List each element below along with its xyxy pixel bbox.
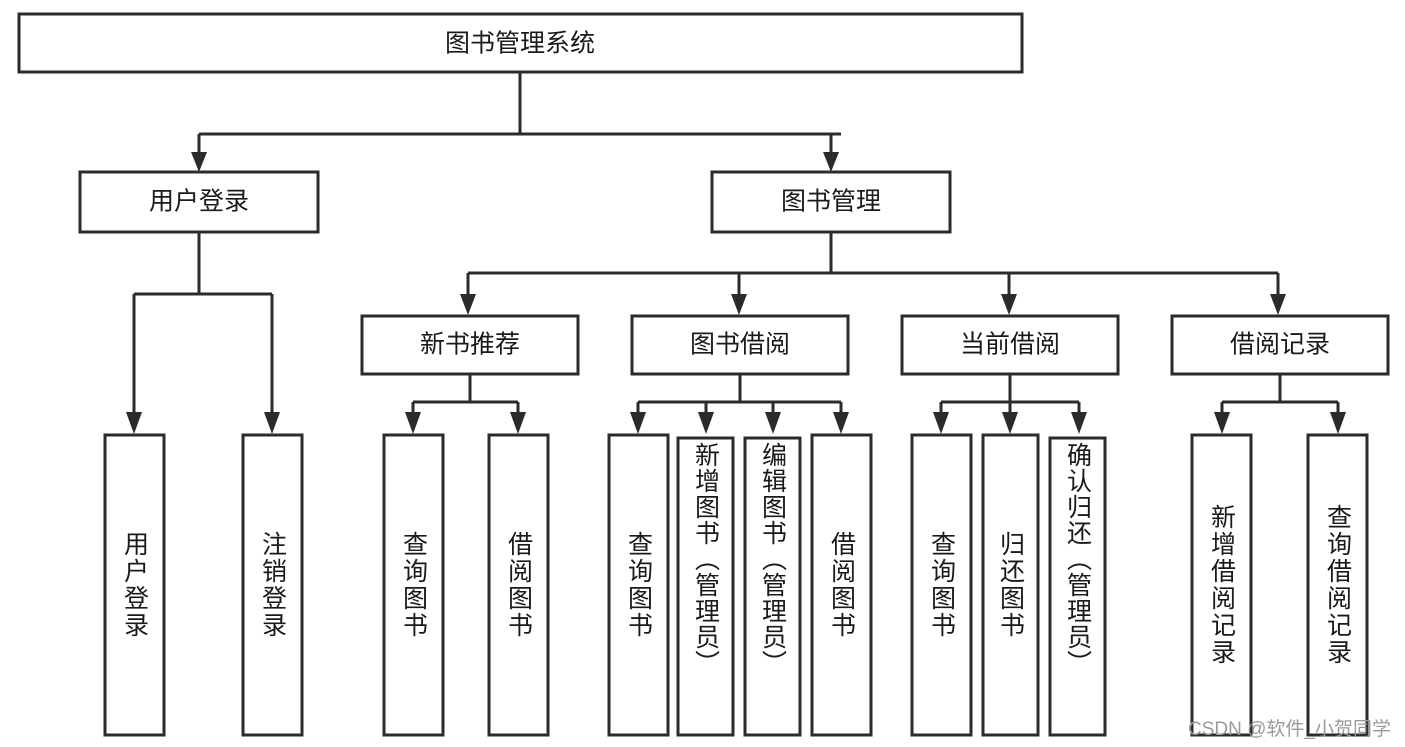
node-user-login-box[interactable] xyxy=(78,170,320,234)
leaf-add-book-box[interactable] xyxy=(676,436,735,737)
arrow-userlogin-leaf-2 xyxy=(264,412,280,434)
leaf-borrow-book-1[interactable]: 借阅图书 xyxy=(487,433,550,737)
leaf-query-book-3-label: 查询图书 xyxy=(927,531,956,639)
node-new-book-recommend-label: 新书推荐 xyxy=(420,331,520,359)
arrow-bookborrow-leaf-4 xyxy=(833,412,849,434)
arrow-borrowrecord-leaf-2 xyxy=(1330,412,1346,434)
arrow-bookmgmt-new-book-rec xyxy=(460,294,476,315)
leaf-user-login[interactable]: 用户登录 xyxy=(103,433,166,737)
node-root[interactable]: 图书管理系统 xyxy=(17,12,1024,74)
node-new-book-recommend[interactable]: 新书推荐 xyxy=(360,314,580,376)
node-book-borrow-label: 图书借阅 xyxy=(690,331,790,359)
connector-layer xyxy=(126,72,1346,434)
node-book-management-label: 图书管理 xyxy=(781,188,881,216)
leaf-query-book-1[interactable]: 查询图书 xyxy=(382,433,445,737)
leaf-confirm-return-box[interactable] xyxy=(1048,436,1107,737)
node-book-management[interactable]: 图书管理 xyxy=(710,170,952,234)
leaf-confirm-return-label: 确认归还（管理员） xyxy=(1063,442,1092,676)
leaf-add-record[interactable]: 新增借阅记录 xyxy=(1190,433,1253,737)
leaf-edit-book-label: 编辑图书（管理员） xyxy=(758,442,787,676)
node-borrow-record[interactable]: 借阅记录 xyxy=(1170,314,1390,376)
leaf-borrow-book-2[interactable]: 借阅图书 xyxy=(810,433,873,737)
leaf-query-record-box[interactable] xyxy=(1306,433,1369,737)
node-root-label: 图书管理系统 xyxy=(445,30,595,58)
arrow-bookmgmt-borrow-record xyxy=(1270,294,1286,315)
leaf-add-book[interactable]: 新增图书（管理员） xyxy=(676,436,735,737)
leaf-logout-label: 注销登录 xyxy=(258,531,287,639)
arrow-bookborrow-leaf-3 xyxy=(765,412,781,434)
leaf-logout-box[interactable] xyxy=(241,433,304,737)
leaf-query-record-label: 查询借阅记录 xyxy=(1323,504,1352,666)
node-root-box[interactable] xyxy=(17,12,1024,74)
leaf-return-book-box[interactable] xyxy=(981,433,1040,737)
leaf-logout[interactable]: 注销登录 xyxy=(241,433,304,737)
node-current-borrow-label: 当前借阅 xyxy=(960,331,1060,359)
arrow-borrowrecord-leaf-1 xyxy=(1214,412,1230,434)
arrow-currentborrow-leaf-2 xyxy=(1002,412,1018,434)
leaf-edit-book-box[interactable] xyxy=(743,436,802,737)
leaf-query-book-3[interactable]: 查询图书 xyxy=(910,433,973,737)
leaf-return-book-label: 归还图书 xyxy=(996,531,1025,639)
leaf-add-record-box[interactable] xyxy=(1190,433,1253,737)
node-new-book-recommend-box[interactable] xyxy=(360,314,580,376)
leaf-borrow-book-2-label: 借阅图书 xyxy=(827,531,856,639)
leaf-edit-book[interactable]: 编辑图书（管理员） xyxy=(743,436,802,737)
node-book-management-box[interactable] xyxy=(710,170,952,234)
leaf-query-book-1-box[interactable] xyxy=(382,433,445,737)
leaf-add-book-label: 新增图书（管理员） xyxy=(691,442,720,676)
node-current-borrow-box[interactable] xyxy=(900,314,1120,376)
arrow-bookborrow-leaf-1 xyxy=(630,412,646,434)
arrow-newbookrec-leaf-2 xyxy=(510,412,526,434)
node-book-borrow-box[interactable] xyxy=(630,314,850,376)
arrow-bookborrow-leaf-2 xyxy=(698,412,714,434)
leaf-query-record[interactable]: 查询借阅记录 xyxy=(1306,433,1369,737)
leaf-borrow-book-1-label: 借阅图书 xyxy=(504,531,533,639)
arrow-root-to-book-mgmt xyxy=(823,152,839,172)
arrow-newbookrec-leaf-1 xyxy=(405,412,421,434)
leaf-query-book-2[interactable]: 查询图书 xyxy=(607,433,670,737)
leaf-query-book-3-box[interactable] xyxy=(910,433,973,737)
leaf-user-login-label: 用户登录 xyxy=(120,531,149,639)
leaf-query-book-2-box[interactable] xyxy=(607,433,670,737)
leaf-borrow-book-1-box[interactable] xyxy=(487,433,550,737)
leaf-borrow-book-2-box[interactable] xyxy=(810,433,873,737)
leaf-add-record-label: 新增借阅记录 xyxy=(1207,504,1236,666)
arrow-bookmgmt-book-borrow xyxy=(731,294,747,315)
leaf-user-login-box[interactable] xyxy=(103,433,166,737)
leaf-return-book[interactable]: 归还图书 xyxy=(981,433,1040,737)
arrow-userlogin-leaf-1 xyxy=(126,412,142,434)
arrow-currentborrow-leaf-3 xyxy=(1071,412,1087,434)
arrow-bookmgmt-current-borrow xyxy=(1001,294,1017,315)
leaf-query-book-1-label: 查询图书 xyxy=(399,531,428,639)
node-book-borrow[interactable]: 图书借阅 xyxy=(630,314,850,376)
arrow-currentborrow-leaf-1 xyxy=(933,412,949,434)
leaf-query-book-2-label: 查询图书 xyxy=(624,531,653,639)
node-borrow-record-box[interactable] xyxy=(1170,314,1390,376)
leaf-confirm-return[interactable]: 确认归还（管理员） xyxy=(1048,436,1107,737)
node-user-login[interactable]: 用户登录 xyxy=(78,170,320,234)
arrow-root-to-user-login xyxy=(191,152,207,172)
node-current-borrow[interactable]: 当前借阅 xyxy=(900,314,1120,376)
node-user-login-label: 用户登录 xyxy=(149,188,249,216)
node-borrow-record-label: 借阅记录 xyxy=(1230,331,1330,359)
